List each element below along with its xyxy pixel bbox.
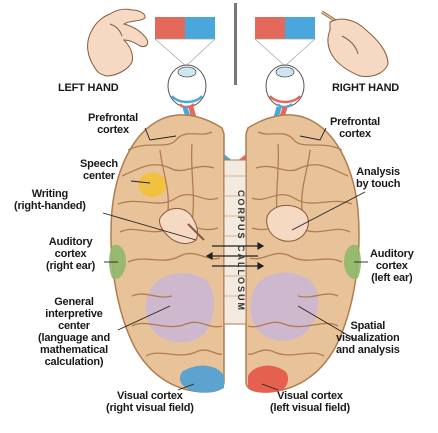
right-hand-label: RIGHT HAND — [332, 82, 400, 94]
visual-cortex-left-label: Visual cortex (right visual field) — [106, 390, 194, 414]
auditory-cortex-left-label: Auditory cortex (right ear) — [46, 236, 96, 272]
general-interpretive-center-label: General interpretive center (language an… — [38, 296, 110, 368]
right-visual-card — [254, 17, 316, 67]
leader-lines — [102, 127, 368, 391]
speech-center-label: Speech center — [80, 158, 118, 182]
writing-label: Writing (right-handed) — [14, 188, 86, 212]
corpus-callosum-label: CORPUS CALLOSUM — [236, 190, 246, 312]
left-hand-label: LEFT HAND — [58, 82, 119, 94]
right-eye — [265, 64, 305, 109]
right-hand-illustration — [321, 10, 389, 77]
prefrontal-cortex-left-label: Prefrontal cortex — [88, 112, 138, 136]
left-hemisphere — [109, 114, 225, 393]
spatial-visualization-label: Spatial visualization and analysis — [336, 320, 400, 356]
touch-hand-icon — [266, 205, 309, 242]
left-eye — [167, 64, 207, 109]
left-visual-card — [154, 17, 216, 67]
left-hand-illustration — [87, 8, 149, 77]
auditory-cortex-right-label: Auditory cortex (left ear) — [370, 248, 414, 284]
visual-cortex-right-label: Visual cortex (left visual field) — [270, 390, 350, 414]
corpus-callosum — [205, 159, 265, 325]
prefrontal-cortex-right-label: Prefrontal cortex — [330, 116, 380, 140]
right-hemisphere — [245, 114, 361, 393]
midline-divider — [234, 3, 237, 85]
analysis-by-touch-label: Analysis by touch — [356, 166, 401, 190]
